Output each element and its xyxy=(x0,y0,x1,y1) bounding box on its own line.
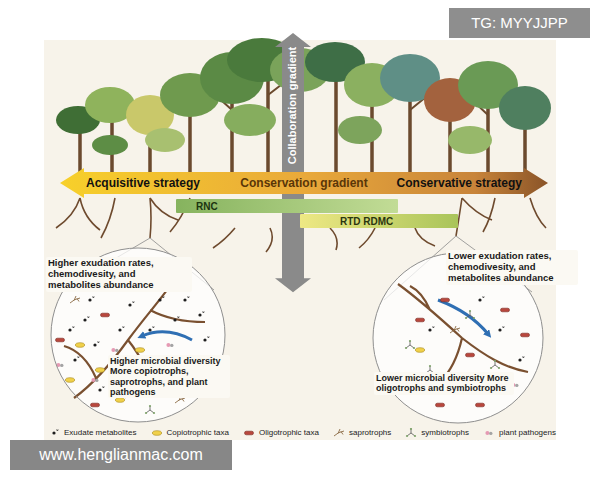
strategy-label: Conservative strategy xyxy=(397,176,522,190)
strategy-label: Acquisitive strategy xyxy=(86,176,200,190)
callout-text: Higher exudation rates, chemodivesity, a… xyxy=(46,257,192,292)
legend-text: plant pathogens xyxy=(499,428,556,437)
flow-arrow xyxy=(438,300,488,334)
tree-crown xyxy=(448,126,492,154)
legend-item: Copiotrophic taxa xyxy=(149,428,229,438)
legend-text: saprotrophs xyxy=(349,428,391,437)
legend-item: plant pathogens xyxy=(481,428,556,438)
metabolite-symbol xyxy=(428,326,434,331)
oligotroph-symbol xyxy=(101,313,110,317)
legend-swatch xyxy=(46,428,62,438)
legend-text: Exudate metabolites xyxy=(64,428,137,437)
copiotroph-symbol xyxy=(95,368,104,373)
metabolite-symbol xyxy=(118,326,124,331)
tree-crown xyxy=(338,116,382,144)
metabolite-symbol xyxy=(183,296,189,301)
callout-text: Higher microbial diversity More copiotro… xyxy=(108,355,230,398)
trait-label: RTD RDMC xyxy=(340,215,458,228)
gradient-arrow: Collaboration gradient xyxy=(275,33,311,292)
legend-item: Exudate metabolites xyxy=(46,428,137,438)
copiotroph-symbol xyxy=(135,348,144,353)
oligotroph-symbol xyxy=(436,403,445,407)
legend-text: Copiotrophic taxa xyxy=(167,428,229,437)
symbiotroph-symbol xyxy=(465,310,475,319)
legend-item: symbiotrophs xyxy=(403,428,469,438)
legend-swatch xyxy=(331,428,347,438)
gradient-arrow: Acquisitive strategy Conservation gradien… xyxy=(60,168,548,198)
arrow-shape xyxy=(275,33,311,292)
pathogen-symbol xyxy=(56,363,63,367)
oligotroph-symbol xyxy=(56,338,65,342)
watermark: www.henglianmac.com xyxy=(10,440,232,470)
legend-swatch xyxy=(241,428,257,438)
symbiotroph-symbol xyxy=(145,405,155,414)
arrow-shape xyxy=(60,168,548,198)
symbiotroph-symbol xyxy=(405,340,415,349)
metabolite-symbol xyxy=(173,316,179,321)
oligotroph-symbol xyxy=(501,308,510,312)
axis-label: Collaboration gradient xyxy=(287,47,300,164)
trait-bar: RNC xyxy=(176,199,398,213)
legend-swatch xyxy=(149,428,165,438)
metabolite-symbol xyxy=(88,296,94,301)
metabolite-symbol xyxy=(93,341,99,346)
oligotroph-symbol xyxy=(441,298,450,302)
rhizosphere-circle: Higher exudation rates, chemodivesity, a… xyxy=(50,247,226,423)
tree-crown xyxy=(224,104,276,136)
axis-label: Conservation gradient xyxy=(240,176,367,190)
watermark: TG: MYYJJPP xyxy=(449,8,590,38)
saprotroph-symbol xyxy=(450,326,460,333)
copiotroph-symbol xyxy=(415,348,424,353)
legend-item: saprotrophs xyxy=(331,428,391,438)
legend-text: symbiotrophs xyxy=(421,428,469,437)
tree-crown xyxy=(499,86,551,130)
oligotroph-symbol xyxy=(521,333,530,337)
metabolite-symbol xyxy=(203,336,209,341)
flow-arrow xyxy=(142,332,192,340)
legend-text: Oligotrophic taxa xyxy=(259,428,319,437)
legend-swatch xyxy=(481,428,497,438)
tree-crown xyxy=(145,128,185,152)
oligotroph-symbol xyxy=(416,318,425,322)
legend: Exudate metabolites Copiotrophic taxa Olig… xyxy=(46,426,556,439)
copiotroph-symbol xyxy=(115,398,124,403)
symbiotroph-symbol xyxy=(490,360,500,369)
oligotroph-symbol xyxy=(466,353,475,357)
copiotroph-symbol xyxy=(75,343,84,348)
saprotroph-symbol xyxy=(70,296,80,303)
metabolite-symbol xyxy=(98,386,104,391)
trait-bar: RTD RDMC xyxy=(300,214,458,228)
legend-swatch xyxy=(403,428,419,438)
copiotroph-symbol xyxy=(65,378,74,383)
metabolite-symbol xyxy=(498,326,504,331)
oligotroph-symbol xyxy=(476,403,485,407)
metabolite-symbol xyxy=(158,296,164,301)
legend-item: Oligotrophic taxa xyxy=(241,428,319,438)
callout-text: Lower exudation rates, chemodivesity, an… xyxy=(446,250,578,285)
metabolite-symbol xyxy=(478,296,484,301)
metabolite-symbol xyxy=(198,311,204,316)
tree-crown xyxy=(92,135,128,155)
metabolite-symbol xyxy=(68,326,74,331)
metabolite-symbol xyxy=(73,356,79,361)
pathogen-symbol xyxy=(91,378,98,382)
root-detail xyxy=(398,284,528,382)
trait-label: RNC xyxy=(196,200,398,213)
metabolite-symbol xyxy=(148,326,154,331)
metabolite-symbol xyxy=(83,316,89,321)
callout-text: Lower microbial diversity More oligotrop… xyxy=(374,372,514,395)
metabolite-symbol xyxy=(518,356,524,361)
pathogen-symbol xyxy=(166,343,173,347)
rhizosphere-circle: Lower exudation rates, chemodivesity, an… xyxy=(372,252,544,424)
metabolite-symbol xyxy=(128,301,134,306)
oligotroph-symbol xyxy=(91,403,100,407)
pathogen-symbol xyxy=(111,348,118,352)
